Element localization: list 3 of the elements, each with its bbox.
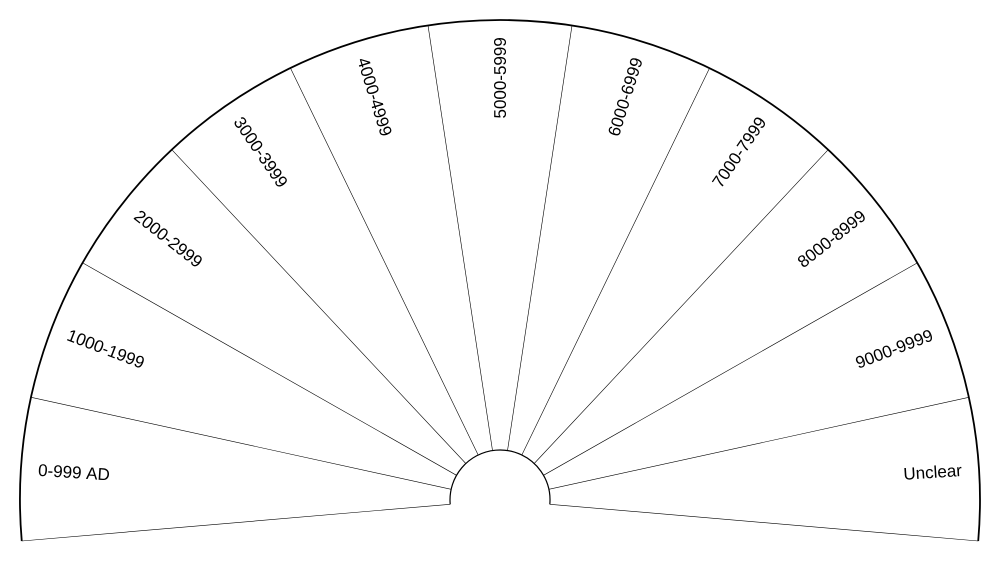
sector-label: 0-999 AD bbox=[38, 464, 110, 480]
sector-label: 5000-5999 bbox=[494, 38, 506, 118]
sector-label: Unclear bbox=[904, 465, 962, 480]
